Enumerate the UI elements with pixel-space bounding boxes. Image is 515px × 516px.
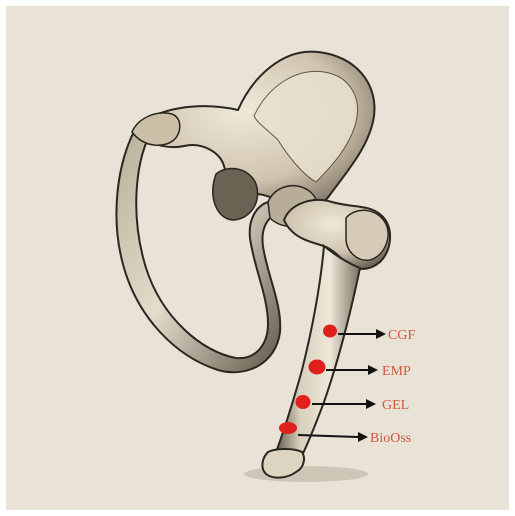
label-gel: GEL (382, 398, 409, 413)
marker-gel (296, 395, 311, 409)
greater-trochanter (346, 210, 388, 260)
marker-bioOss (279, 422, 297, 434)
marker-cgf (323, 325, 337, 338)
label-cgf: CGF (388, 328, 415, 343)
label-emp: EMP (382, 364, 411, 379)
marker-emp (309, 360, 326, 375)
obturator-foramen (213, 169, 258, 220)
pelvis-femur-diagram: CGF EMP GEL BioOss (6, 6, 509, 510)
label-bioOss: BioOss (370, 431, 411, 446)
illustration-frame: CGF EMP GEL BioOss (6, 6, 509, 510)
